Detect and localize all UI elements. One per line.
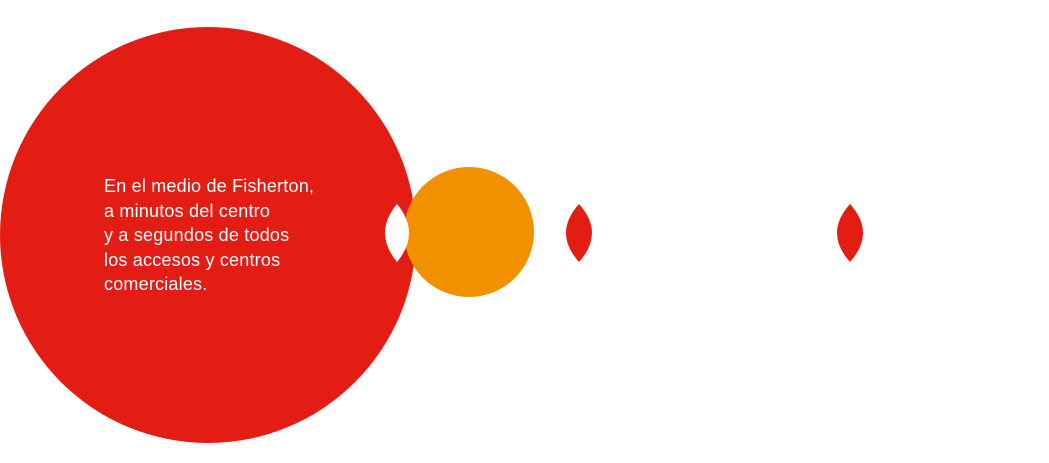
red-lens-shape-2 bbox=[837, 204, 863, 262]
location-description: En el medio de Fisherton, a minutos del … bbox=[104, 174, 374, 297]
lens-cutout-shape bbox=[385, 204, 409, 262]
red-lens-shape-1 bbox=[566, 204, 592, 262]
description-line-5: comerciales. bbox=[104, 274, 208, 294]
description-line-2: a minutos del centro bbox=[104, 200, 271, 221]
orange-circle bbox=[404, 167, 534, 297]
description-line-4: los accesos y centros bbox=[104, 249, 281, 270]
description-line-1: En el medio de Fisherton, bbox=[104, 176, 315, 196]
description-line-3: y a segundos de todos bbox=[104, 225, 290, 245]
large-red-circle bbox=[0, 27, 416, 443]
